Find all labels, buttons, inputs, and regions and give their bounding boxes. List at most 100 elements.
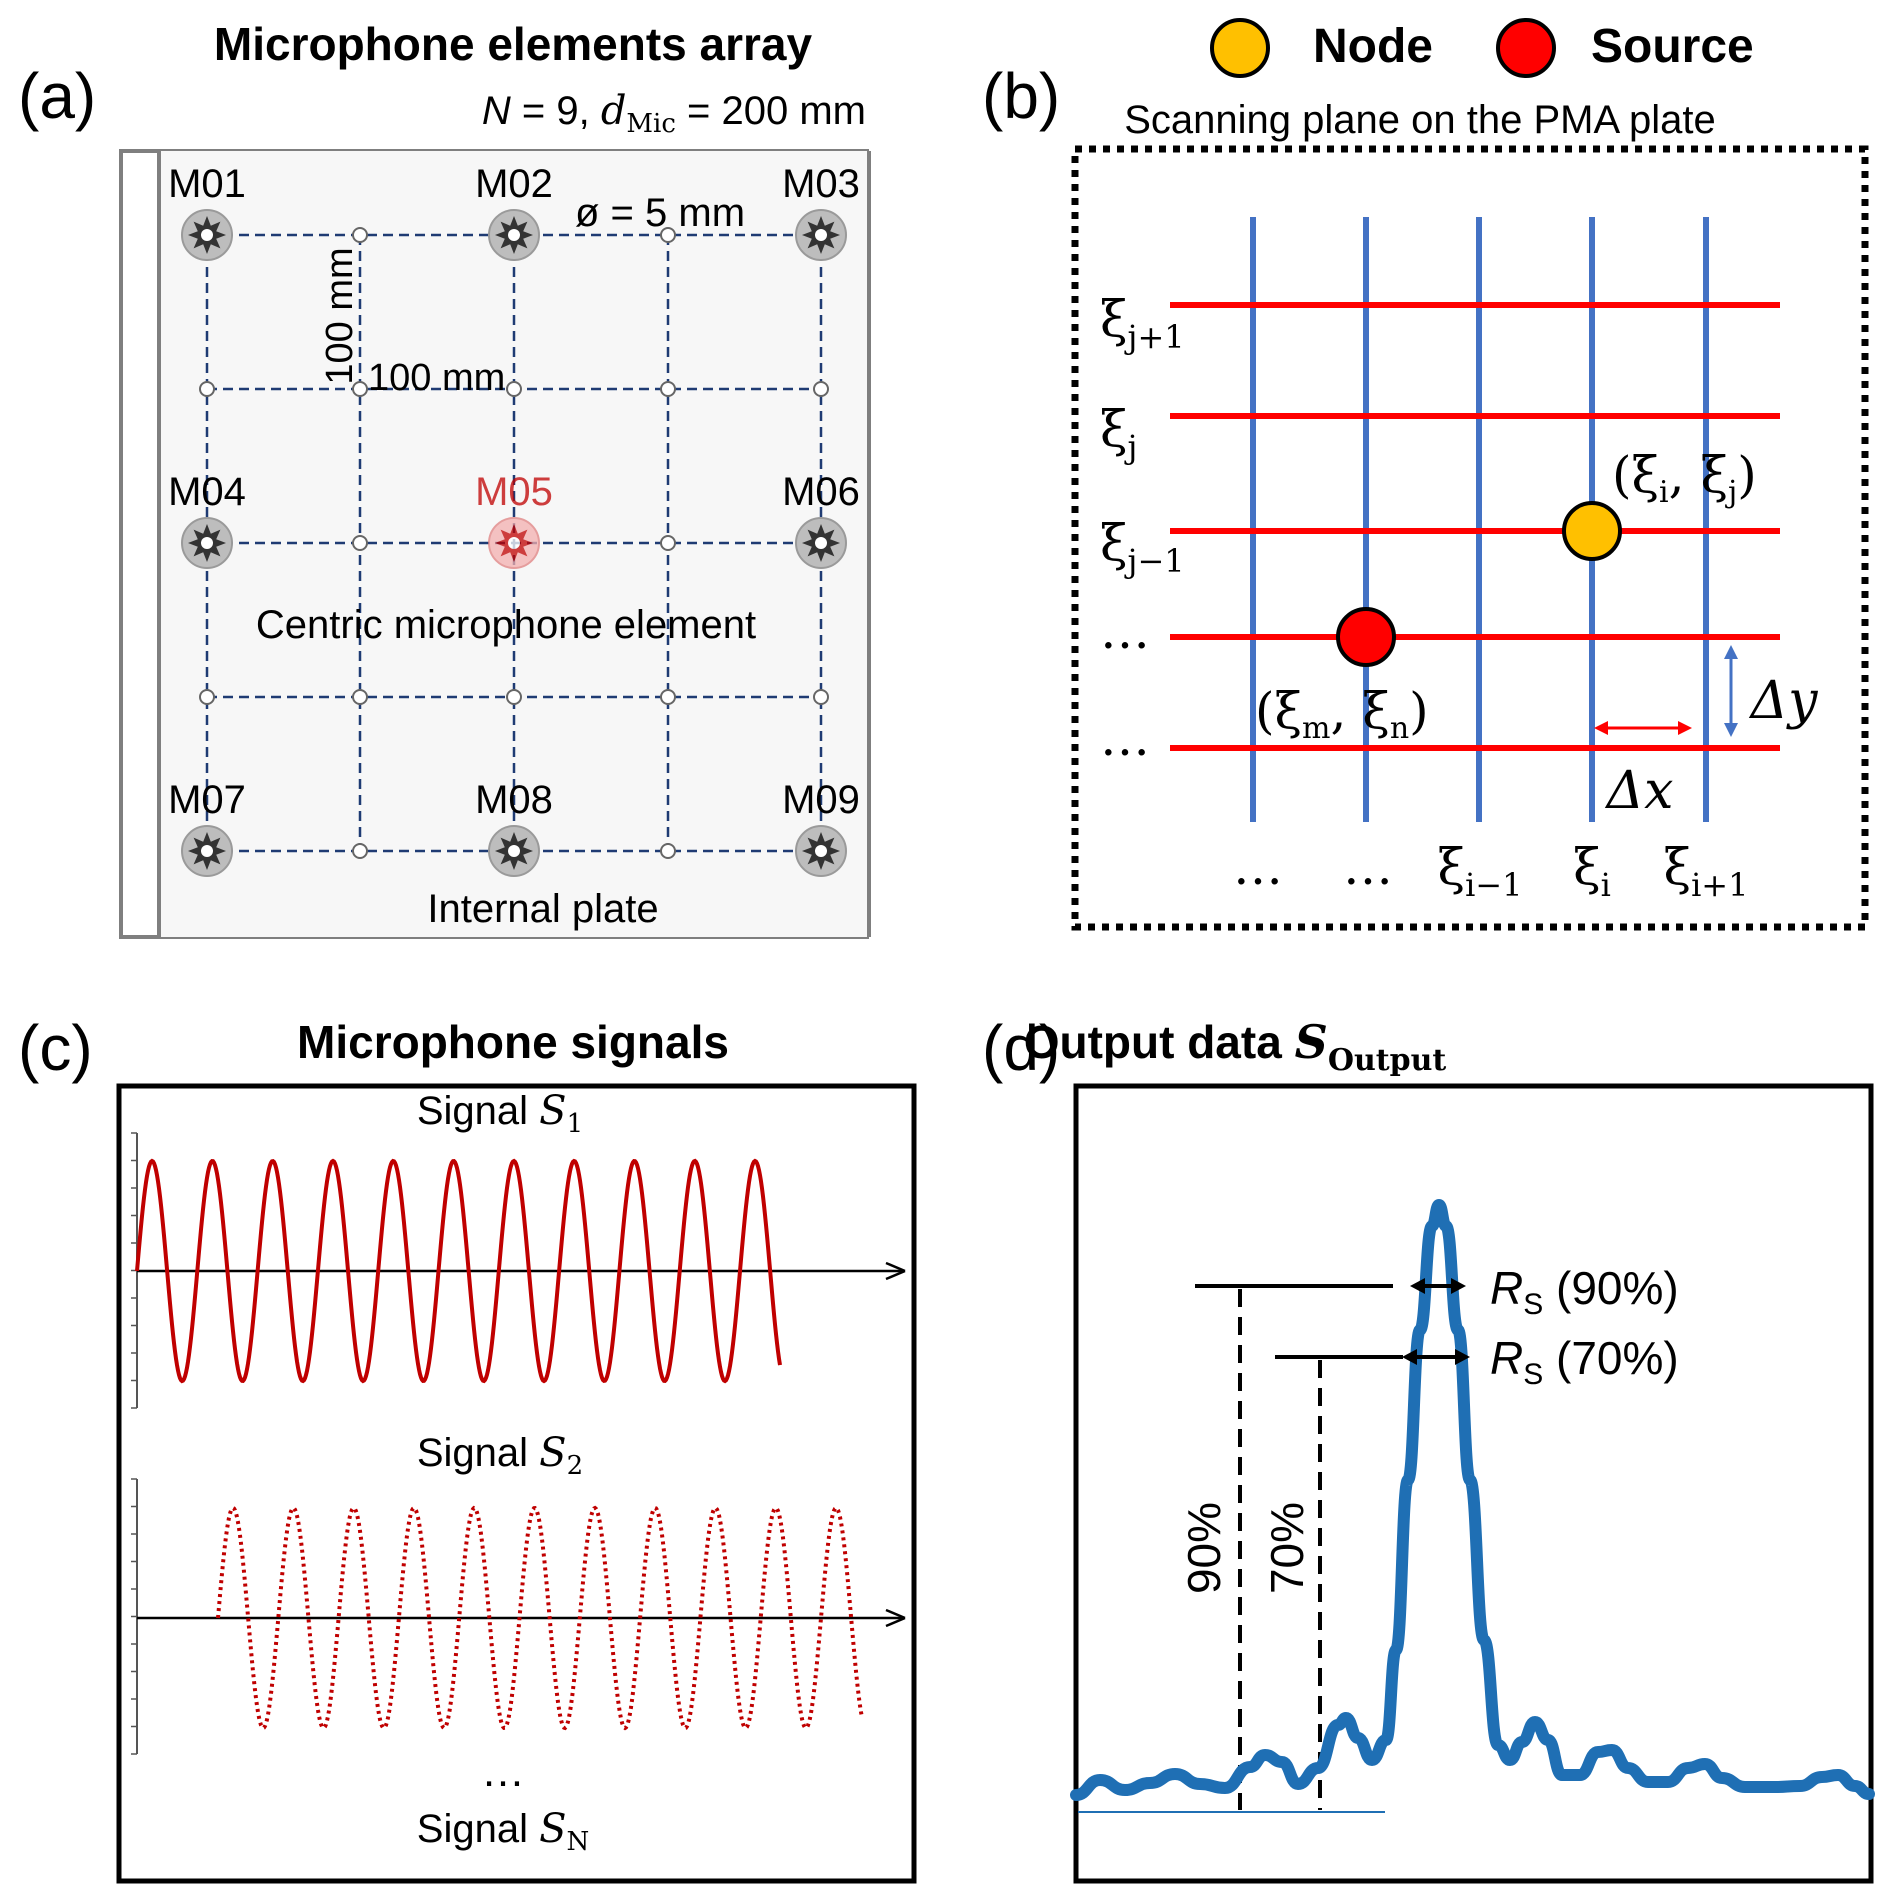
- signal-2-label: Signal S2: [417, 1430, 583, 1481]
- legend-node-label: Node: [1313, 20, 1433, 73]
- microphone-m07: M07: [168, 778, 246, 877]
- output-curve: [1070, 1199, 1875, 1801]
- legend-node-marker: [1210, 18, 1270, 78]
- microphone-label: M07: [168, 778, 246, 822]
- grid-node: [352, 381, 368, 397]
- signal-2-waveform: [216, 1505, 864, 1731]
- panel-c-title: Microphone signals: [297, 1016, 729, 1068]
- microphone-label: M06: [782, 470, 860, 514]
- signal-n-label: Signal SN: [417, 1806, 589, 1857]
- source-marker: [1336, 607, 1396, 667]
- dy-arrow-head-bottom: [1724, 723, 1738, 737]
- grid-node: [199, 381, 215, 397]
- level-70-label: 70%: [1261, 1502, 1313, 1594]
- param-d-value: = 200 mm: [676, 89, 866, 133]
- column-label: ξi+1: [1664, 838, 1749, 904]
- panel-a: (a) Microphone elements array N = 9, dMi…: [18, 18, 871, 939]
- microphone-label: M04: [168, 470, 246, 514]
- diameter-label: ø = 5 mm: [575, 191, 745, 235]
- row-labels: ξj+1 ξj ξj−1 … …: [1100, 290, 1185, 767]
- row-label: …: [1100, 709, 1150, 767]
- signal-1-waveform: [135, 1158, 782, 1384]
- grid-node: [660, 227, 676, 243]
- grid-node: [506, 381, 522, 397]
- param-n-value: = 9,: [511, 89, 601, 133]
- microphone-label: M05: [475, 470, 553, 514]
- microphone-m02: M02: [475, 162, 553, 261]
- microphone-label: M09: [782, 778, 860, 822]
- legend-source-marker: [1496, 18, 1556, 78]
- panel-d: (d) Output data SOutput RS (90%) RS (70%…: [982, 1012, 1875, 1884]
- microphone-m06: M06: [782, 470, 860, 569]
- centric-microphone-caption: Centric microphone element: [256, 603, 756, 647]
- microphone-center: [508, 229, 520, 241]
- rs90-arrow-heads: [1410, 1278, 1466, 1294]
- dimension-vertical: 100 mm: [319, 247, 361, 384]
- internal-plate-label: Internal plate: [427, 887, 658, 931]
- panel-d-title: Output data SOutput: [1024, 1015, 1447, 1078]
- grid-node: [660, 843, 676, 859]
- grid-node: [660, 689, 676, 705]
- param-d-symbol: d: [601, 88, 627, 134]
- panel-c-letter: (c): [18, 1012, 93, 1084]
- microphone-center: [508, 845, 520, 857]
- output-frame: [1073, 1083, 1874, 1884]
- grid-node: [352, 227, 368, 243]
- row-label: ξj: [1100, 400, 1137, 466]
- panel-c: (c) Microphone signals Signal S1 Signal …: [18, 1012, 917, 1884]
- row-label: ξj+1: [1100, 290, 1185, 356]
- scanning-plane-frame: [1071, 145, 1869, 931]
- signals-frame: [116, 1083, 917, 1884]
- source-coordinate-label: (ξm, ξn): [1255, 682, 1429, 746]
- node-coordinate-label: (ξi, ξj): [1612, 446, 1757, 510]
- column-label: ξi: [1573, 838, 1611, 904]
- signal-1-ticks: [131, 1132, 137, 1409]
- grid-node: [352, 535, 368, 551]
- microphone-m09: M09: [782, 778, 860, 877]
- rs-90-label: RS (90%): [1490, 1262, 1679, 1321]
- grid-node: [660, 381, 676, 397]
- legend-source-label: Source: [1591, 20, 1754, 73]
- microphone-center: [508, 537, 520, 549]
- panel-a-title: Microphone elements array: [214, 18, 813, 70]
- param-n-symbol: N: [482, 89, 511, 133]
- microphone-center: [201, 537, 213, 549]
- rs70-arrow-heads: [1402, 1349, 1470, 1365]
- grid-node: [199, 689, 215, 705]
- microphone-center: [815, 845, 827, 857]
- grid-node: [813, 381, 829, 397]
- grid-node: [352, 689, 368, 705]
- signals-ellipsis: …: [481, 1747, 525, 1796]
- panel-a-letter: (a): [18, 60, 96, 132]
- scan-rows: [1170, 302, 1780, 751]
- grid-node: [506, 689, 522, 705]
- dx-arrow-head-right: [1678, 721, 1692, 735]
- param-d-subscript: Mic: [626, 109, 676, 139]
- dimension-horizontal: 100 mm: [368, 357, 505, 399]
- signal-2-axis-arrow: [885, 1608, 906, 1628]
- grid-node: [813, 689, 829, 705]
- row-label: …: [1100, 602, 1150, 660]
- microphone-center: [201, 845, 213, 857]
- scanning-plane-subtitle: Scanning plane on the PMA plate: [1124, 98, 1716, 142]
- microphone-label: M01: [168, 162, 246, 206]
- column-label: …: [1233, 838, 1283, 896]
- row-label: ξj−1: [1100, 514, 1185, 580]
- dy-arrow-head-top: [1724, 645, 1738, 659]
- microphone-center: [815, 229, 827, 241]
- node-marker: [1562, 501, 1622, 561]
- panel-d-letter: (d): [982, 1012, 1060, 1084]
- microphone-label: M03: [782, 162, 860, 206]
- microphone-center: [815, 537, 827, 549]
- grid-node: [352, 843, 368, 859]
- column-label: …: [1343, 838, 1393, 896]
- signal-2-ticks: [131, 1478, 137, 1755]
- panel-b: (b) Node Source Scanning plane on the PM…: [982, 18, 1869, 931]
- microphone-m08: M08: [475, 778, 553, 877]
- signal-1-axis-arrow: [885, 1261, 906, 1281]
- microphone-label: M02: [475, 162, 553, 206]
- microphone-m04: M04: [168, 470, 246, 569]
